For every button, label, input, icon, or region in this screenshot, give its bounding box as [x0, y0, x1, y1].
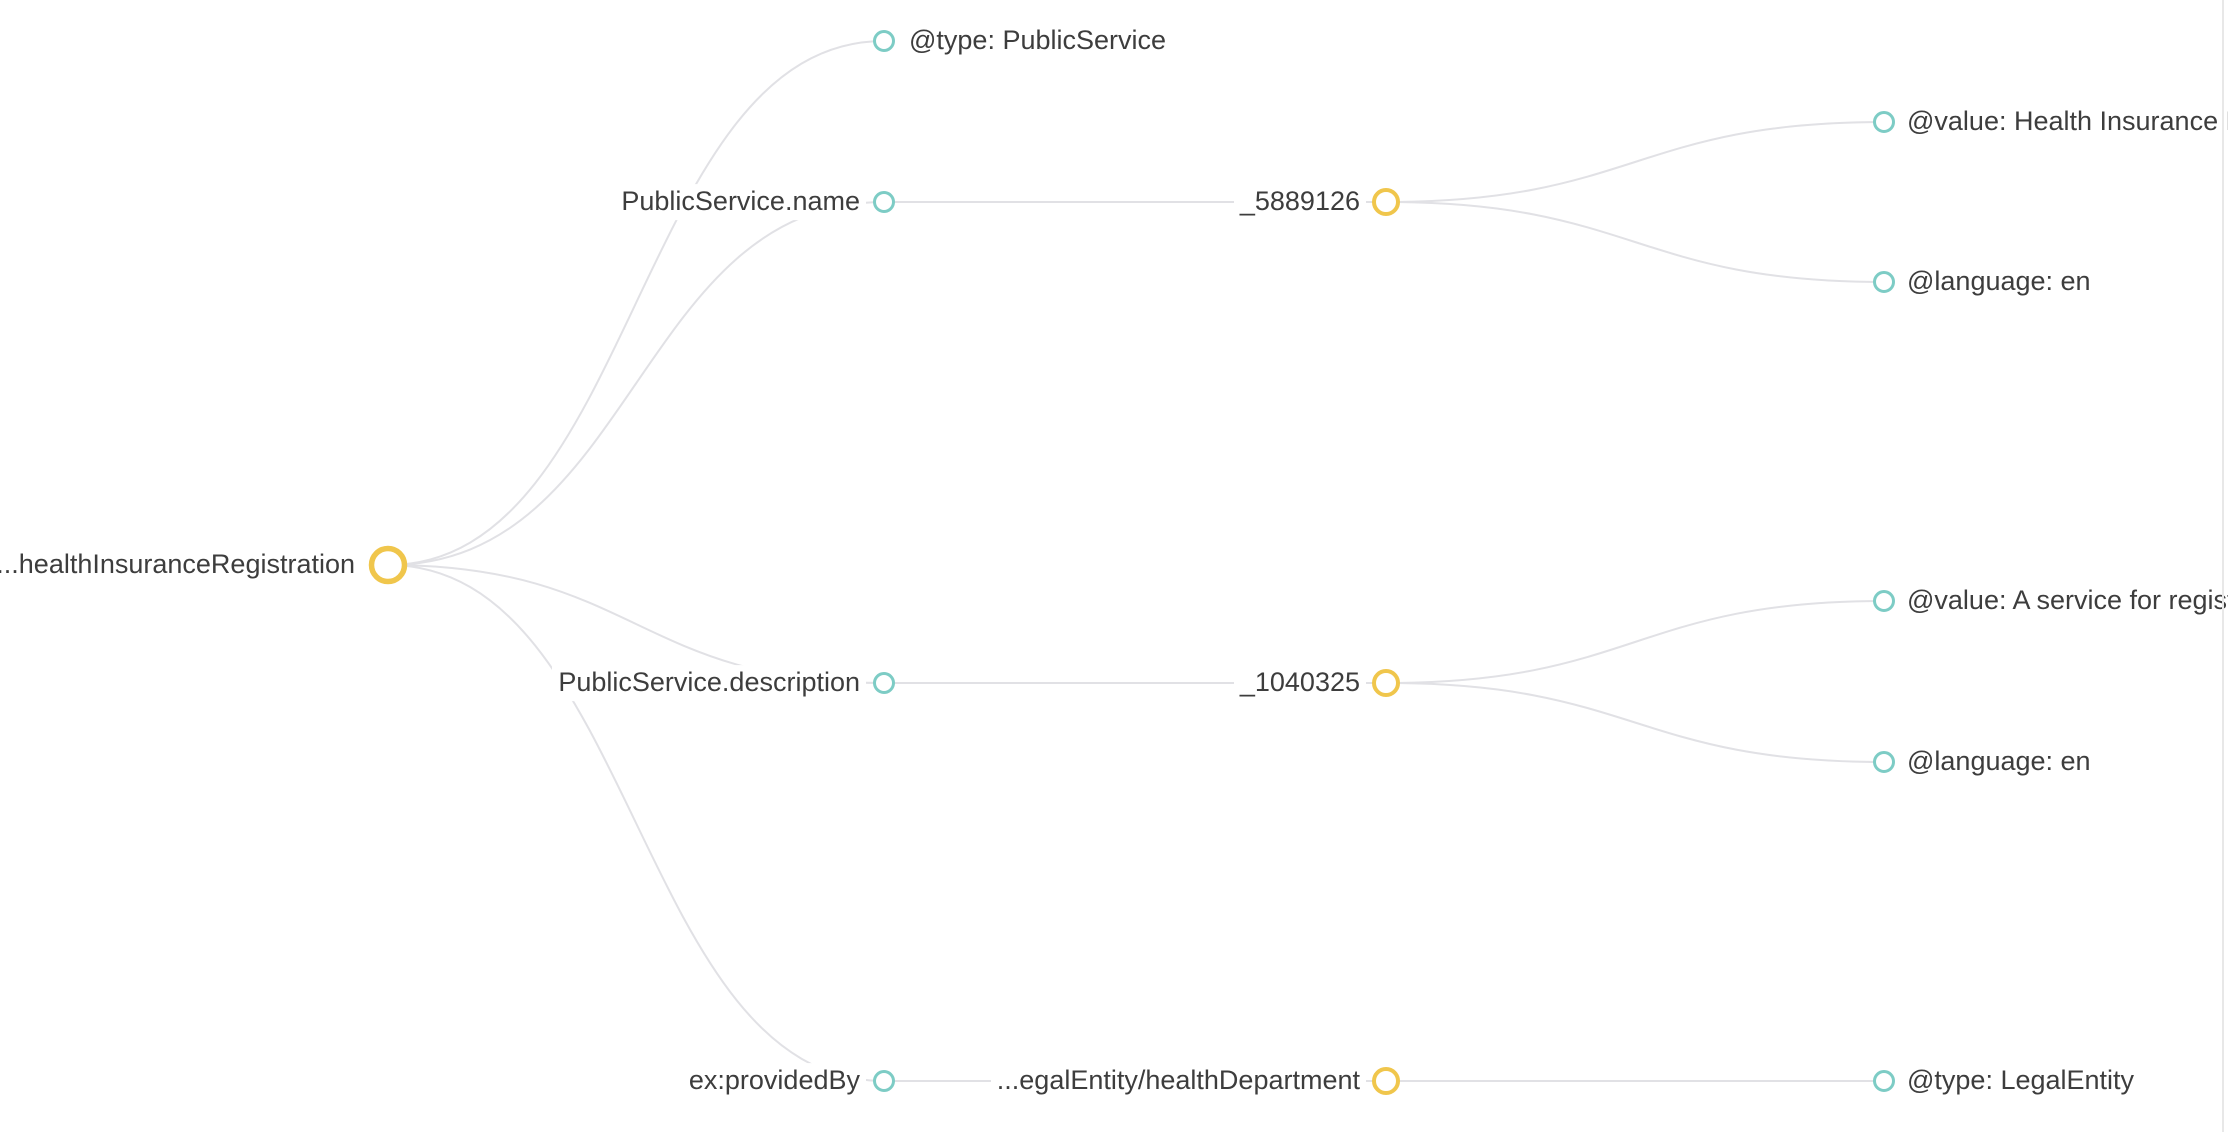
link-bnode-to-value-1: [1385, 121, 1885, 203]
link-root-to-name: [387, 201, 885, 566]
node-label-providedby-predicate[interactable]: ex:providedBy: [682, 1063, 866, 1099]
node-label-providedby-resource[interactable]: ...egalEntity/healthDepartment: [990, 1063, 1366, 1099]
node-label-name-language[interactable]: @language: en: [1901, 264, 2097, 300]
node-circle-name-value[interactable]: [1873, 111, 1895, 133]
node-label-description-bnode[interactable]: _1040325: [1233, 665, 1366, 701]
links-layer: [387, 40, 1885, 1082]
link-root-to-type: [387, 40, 885, 566]
node-label-name-predicate[interactable]: PublicService.name: [615, 184, 866, 220]
node-circle-legalentity-type[interactable]: [1873, 1070, 1895, 1092]
link-bnode-to-value-2: [1385, 600, 1885, 684]
node-circle-root[interactable]: [368, 545, 408, 585]
node-circle-name-language[interactable]: [1873, 271, 1895, 293]
node-circle-description-predicate[interactable]: [873, 672, 895, 694]
right-edge-divider: [2222, 0, 2224, 1132]
link-root-to-providedby: [387, 564, 885, 1082]
node-label-name-bnode[interactable]: _5889126: [1233, 184, 1366, 220]
node-label-legalentity-type[interactable]: @type: LegalEntity: [1901, 1063, 2141, 1099]
node-label-name-value[interactable]: @value: Health Insurance Reg: [1901, 104, 2228, 140]
node-circle-providedby-resource[interactable]: [1372, 1067, 1400, 1095]
node-circle-description-language[interactable]: [1873, 751, 1895, 773]
node-circle-description-bnode[interactable]: [1372, 669, 1400, 697]
node-label-root[interactable]: ...healthInsuranceRegistration: [0, 547, 361, 583]
node-label-description-value[interactable]: @value: A service for register: [1901, 583, 2228, 619]
node-label-description-predicate[interactable]: PublicService.description: [552, 665, 866, 701]
node-circle-name-predicate[interactable]: [873, 191, 895, 213]
link-bnode-to-language-2: [1385, 682, 1885, 763]
nodes-layer: [368, 30, 1895, 1095]
node-label-description-language[interactable]: @language: en: [1901, 744, 2097, 780]
node-circle-description-value[interactable]: [1873, 590, 1895, 612]
node-circle-name-bnode[interactable]: [1372, 188, 1400, 216]
node-circle-providedby-predicate[interactable]: [873, 1070, 895, 1092]
node-circle-type-publicservice[interactable]: [873, 30, 895, 52]
link-bnode-to-language-1: [1385, 201, 1885, 283]
node-label-type-publicservice[interactable]: @type: PublicService: [903, 23, 1173, 59]
